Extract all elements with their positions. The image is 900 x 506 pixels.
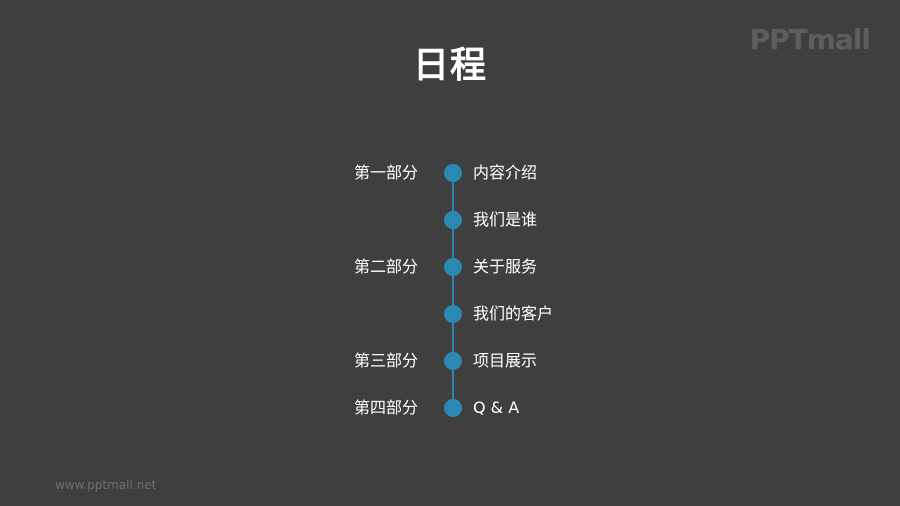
timeline-dot-icon: [444, 352, 462, 370]
slide-title: 日程: [412, 45, 487, 86]
pptmall-logo: PPTmall: [749, 23, 871, 56]
agenda-row: 我们是谁: [0, 208, 900, 232]
agenda-item-label: 项目展示: [473, 351, 538, 370]
timeline-connector-line: [452, 173, 454, 408]
timeline-dot-icon: [444, 399, 462, 417]
timeline-dot-icon: [444, 305, 462, 323]
agenda-row: 第四部分 Q & A: [0, 396, 900, 420]
agenda-item-label: Q & A: [473, 398, 520, 417]
footer-url: www.pptmall.net: [55, 478, 157, 492]
timeline-dot-icon: [444, 164, 462, 182]
agenda-row: 我们的客户: [0, 302, 900, 326]
timeline-dot-icon: [444, 211, 462, 229]
agenda-row: 第三部分 项目展示: [0, 349, 900, 373]
agenda-item-label: 内容介绍: [473, 163, 538, 182]
section-label: 第四部分: [353, 398, 418, 417]
agenda-row: 第二部分 关于服务: [0, 255, 900, 279]
timeline-dot-icon: [444, 258, 462, 276]
section-label: 第一部分: [353, 163, 418, 182]
agenda-item-label: 我们是谁: [473, 210, 538, 229]
agenda-item-label: 我们的客户: [473, 304, 554, 323]
section-label: 第三部分: [353, 351, 418, 370]
agenda-item-label: 关于服务: [473, 257, 538, 276]
section-label: 第二部分: [353, 257, 418, 276]
agenda-row: 第一部分 内容介绍: [0, 161, 900, 185]
